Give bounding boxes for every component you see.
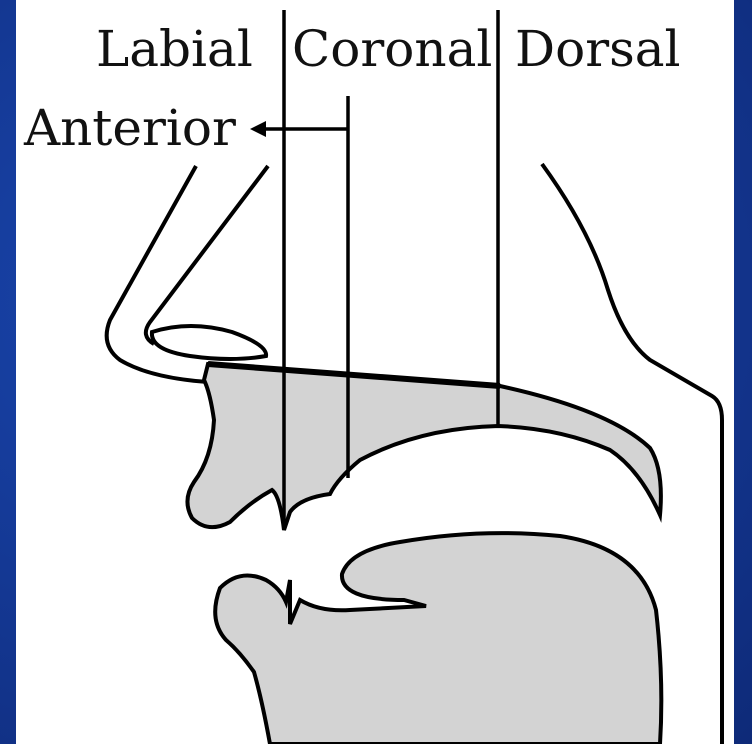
label-dorsal: Dorsal xyxy=(515,20,681,78)
label-anterior: Anterior xyxy=(23,99,236,157)
nostril xyxy=(152,326,266,359)
label-coronal: Coronal xyxy=(292,20,492,78)
upper-lip-and-palate xyxy=(187,364,660,530)
anterior-arrow xyxy=(250,121,348,137)
lower-lip-and-tongue xyxy=(215,533,661,744)
nostril-outline xyxy=(146,166,268,344)
label-labial: Labial xyxy=(96,20,253,78)
